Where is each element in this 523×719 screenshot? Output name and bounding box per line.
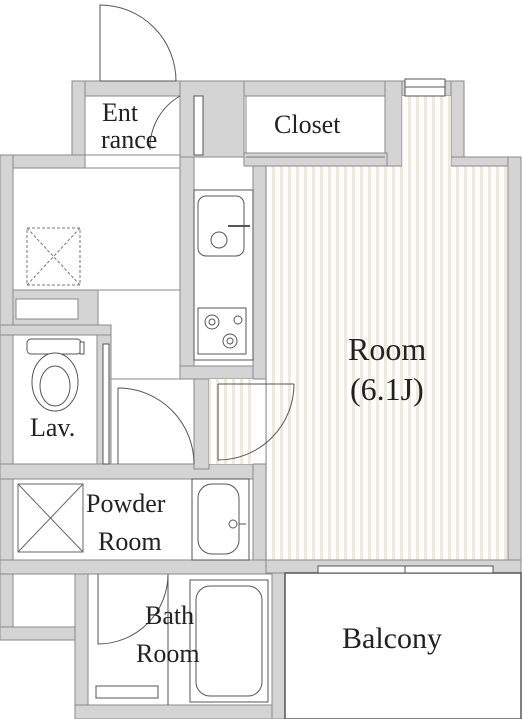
powder-room-label-line2: Room (98, 527, 162, 556)
room-door (217, 383, 295, 461)
hall-stripes (209, 379, 253, 464)
shelf-niche (15, 298, 79, 320)
vanity (191, 478, 250, 561)
closet-floor (245, 95, 386, 154)
bath-door (97, 573, 169, 645)
balcony-label: Balcony (342, 622, 442, 655)
bath-room-label-line2: Room (136, 639, 200, 668)
closet-label: Closet (274, 110, 341, 139)
hall-floor (110, 378, 195, 465)
room-label-line2: (6.1J) (350, 371, 424, 407)
main-room-floor (265, 165, 509, 561)
lower-left-niche (12, 573, 76, 628)
storage-boxes (26, 227, 81, 286)
room-upper-right (402, 96, 451, 167)
washer-box (17, 483, 84, 553)
entrance-label-line2: rance (101, 125, 157, 154)
toilet (26, 338, 85, 412)
room-label-line1: Room (348, 331, 426, 367)
entrance-label-line1: Ent (102, 98, 139, 127)
kitchen-counter (193, 189, 254, 361)
balcony-floor (284, 572, 522, 719)
entrance-floor (84, 95, 181, 156)
lav-door (117, 387, 195, 465)
entrance-door (99, 4, 177, 82)
powder-room-label-line1: Powder (86, 489, 166, 518)
stove (197, 307, 247, 355)
windows (317, 78, 494, 574)
entrance-inner-door (149, 95, 181, 151)
bath-room-label-line1: Bath (145, 601, 194, 630)
lav-label: Lav. (30, 413, 75, 442)
bathtub (95, 579, 269, 703)
doors (97, 4, 295, 705)
